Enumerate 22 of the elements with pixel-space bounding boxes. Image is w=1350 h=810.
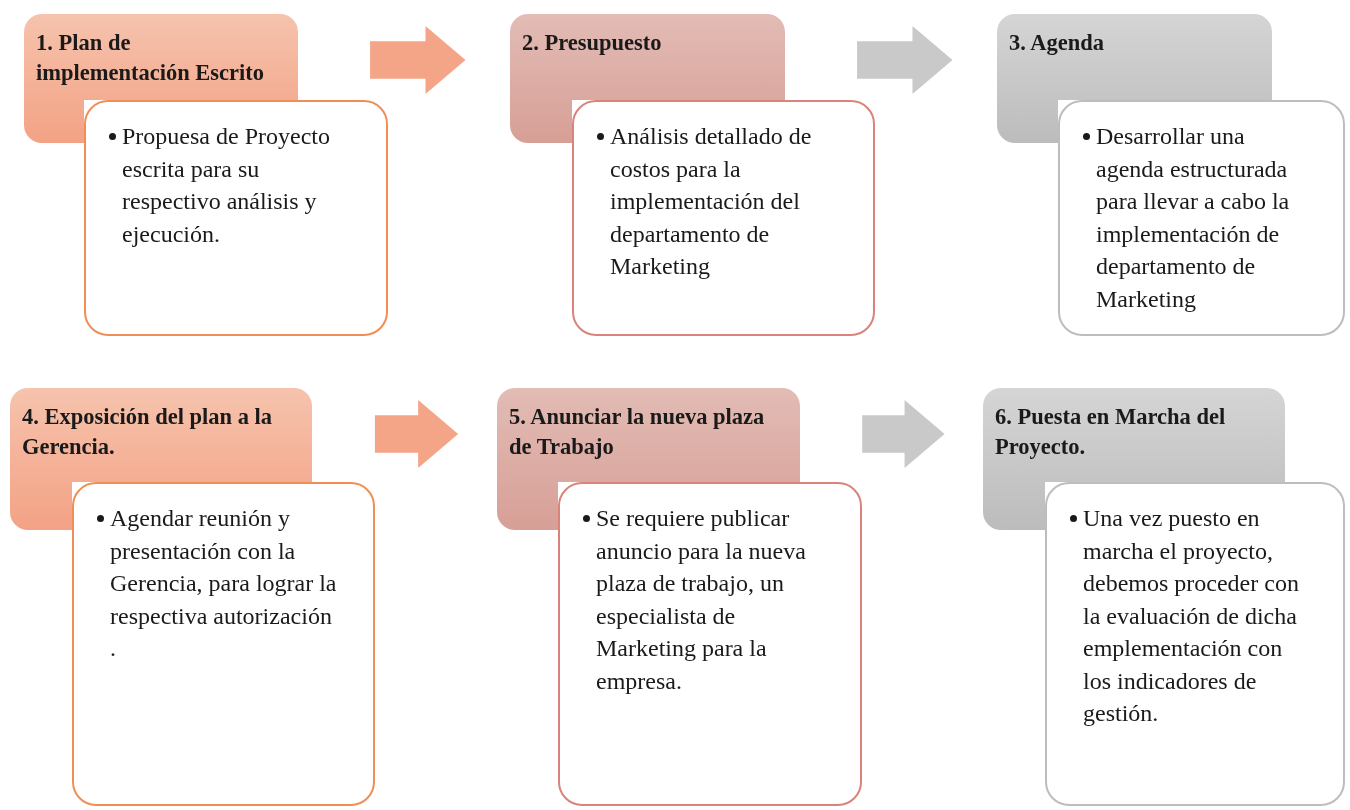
- description-card: [84, 100, 388, 336]
- step-title: 5. Anunciar la nueva plaza de Trabajo: [509, 403, 766, 461]
- bullet-text: Análisis detallado de costos para la implementación del departamento de Marketing: [610, 120, 839, 283]
- bullet-text: Desarrollar una agenda estructurada para llevar a cabo la implementación de departamento de Marketing: [1096, 120, 1309, 315]
- description-card: [558, 482, 862, 806]
- step-title: 2. Presupuesto: [522, 29, 663, 57]
- description-card: [72, 482, 375, 806]
- block-arrow: [862, 400, 945, 468]
- bullet-text: Una vez puesto en marcha el proyecto, debemos proceder con la evaluación de dicha emplementación con los indicadores de gestión.: [1083, 502, 1309, 730]
- step-title: 3. Agenda: [1009, 29, 1106, 57]
- block-arrow: [374, 400, 459, 468]
- block-arrow: [857, 26, 953, 94]
- description-card: [1045, 482, 1345, 806]
- step-title: 6. Puesta en Marcha del Proyecto.: [995, 403, 1227, 461]
- block-arrow: [370, 26, 466, 94]
- bullet-text: Propuesa de Proyecto escrita para su respectivo análisis y ejecución.: [122, 120, 352, 250]
- description-card: [572, 100, 875, 336]
- step-title: 1. Plan de implementación Escrito: [36, 29, 266, 87]
- step-title: 4. Exposición del plan a la Gerencia.: [22, 403, 274, 461]
- description-card: [1058, 100, 1345, 336]
- bullet-text: Se requiere publicar anuncio para la nueva plaza de trabajo, un especialista de Marketing para la empresa.: [596, 502, 826, 697]
- bullet-text: Agendar reunión y presentación con la Gerencia, para lograr la respectiva autorización .: [110, 502, 339, 665]
